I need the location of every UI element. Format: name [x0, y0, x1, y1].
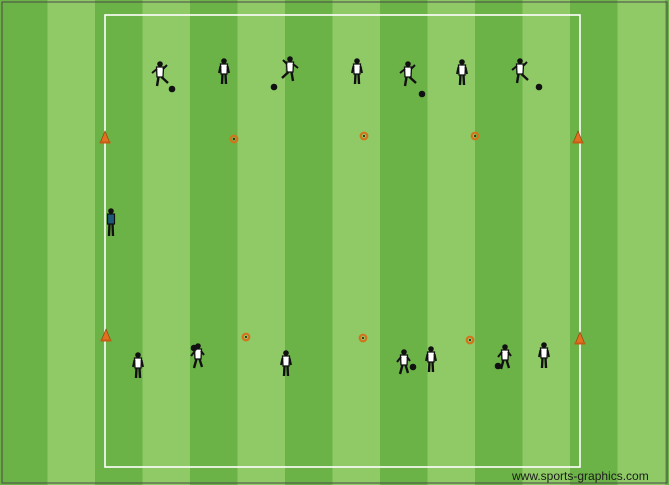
marker-ring [231, 136, 238, 143]
ball [410, 364, 417, 371]
pitch-stripe [570, 0, 618, 485]
pitch-stripe [380, 0, 428, 485]
ball [419, 91, 426, 98]
pitch-stripe [523, 0, 571, 485]
ball [536, 84, 543, 91]
ball [495, 363, 502, 370]
watermark: www.sports-graphics.com [511, 469, 649, 483]
pitch-stripe [0, 0, 48, 485]
pitch-stripe [95, 0, 143, 485]
pitch-stripe [143, 0, 191, 485]
marker-ring [472, 133, 479, 140]
pitch-stripe [618, 0, 666, 485]
pitch-stripe [238, 0, 286, 485]
pitch-stripe [428, 0, 476, 485]
pitch-stripe [475, 0, 523, 485]
ball [191, 345, 198, 352]
pitch-stripe [190, 0, 238, 485]
ball [169, 86, 176, 93]
ball [271, 84, 278, 91]
marker-ring [361, 133, 368, 140]
pitch-stripe [48, 0, 96, 485]
marker-ring [243, 334, 250, 341]
marker-ring [360, 335, 367, 342]
marker-ring [467, 337, 474, 344]
